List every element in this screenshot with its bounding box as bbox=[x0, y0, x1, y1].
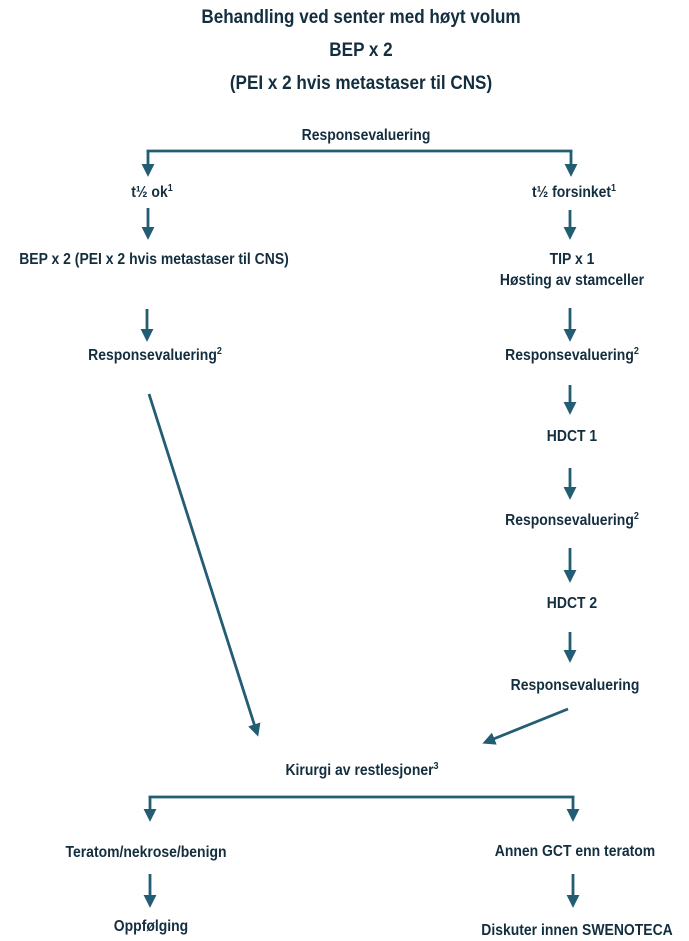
footnote-1-marker: 1 bbox=[611, 183, 617, 194]
page-title-line2: BEP x 2 bbox=[329, 40, 393, 61]
node-followup: Oppfølging bbox=[113, 918, 189, 935]
node-response-right3: Responsevaluering bbox=[510, 677, 640, 694]
node-tip: TIP x 1 Høsting av stamceller bbox=[500, 249, 644, 291]
footnote-1-marker: 1 bbox=[167, 183, 173, 194]
node-tip-line2: Høsting av stamceller bbox=[499, 272, 645, 289]
node-hdct2: HDCT 2 bbox=[546, 595, 598, 612]
node-other-gct: Annen GCT enn teratom bbox=[494, 843, 656, 860]
arrow-long-diagonal-left bbox=[147, 393, 261, 737]
node-t-half-delayed: t½ forsinket1 bbox=[531, 183, 617, 202]
footnote-2-marker: 2 bbox=[633, 346, 639, 357]
node-response-right1: Responsevaluering2 bbox=[505, 346, 639, 365]
node-response-right2: Responsevaluering2 bbox=[505, 511, 639, 530]
node-hdct1: HDCT 1 bbox=[546, 428, 598, 445]
node-bep2: BEP x 2 (PEI x 2 hvis metastaser til CNS… bbox=[19, 251, 289, 268]
arrow-diagonal-right bbox=[482, 707, 569, 745]
page-title-line3: (PEI x 2 hvis metastaser til CNS) bbox=[229, 73, 493, 94]
node-discuss-swenoteca: Diskuter innen SWENOTECA bbox=[481, 922, 673, 939]
node-response-top: Responsevaluering bbox=[301, 127, 431, 144]
node-tip-line1: TIP x 1 bbox=[549, 251, 595, 268]
node-response-left: Responsevaluering2 bbox=[88, 346, 222, 365]
node-teratoma-necrosis-benign: Teratom/nekrose/benign bbox=[65, 844, 227, 861]
footnote-3-marker: 3 bbox=[433, 761, 439, 772]
footnote-2-marker: 2 bbox=[216, 346, 222, 357]
node-surgery-residual-lesions: Kirurgi av restlesjoner3 bbox=[285, 761, 439, 780]
node-t-half-ok: t½ ok1 bbox=[131, 183, 173, 202]
page-title: Behandling ved senter med høyt volum BEP… bbox=[201, 1, 520, 100]
page-title-line1: Behandling ved senter med høyt volum bbox=[201, 7, 521, 28]
footnote-2-marker: 2 bbox=[633, 511, 639, 522]
